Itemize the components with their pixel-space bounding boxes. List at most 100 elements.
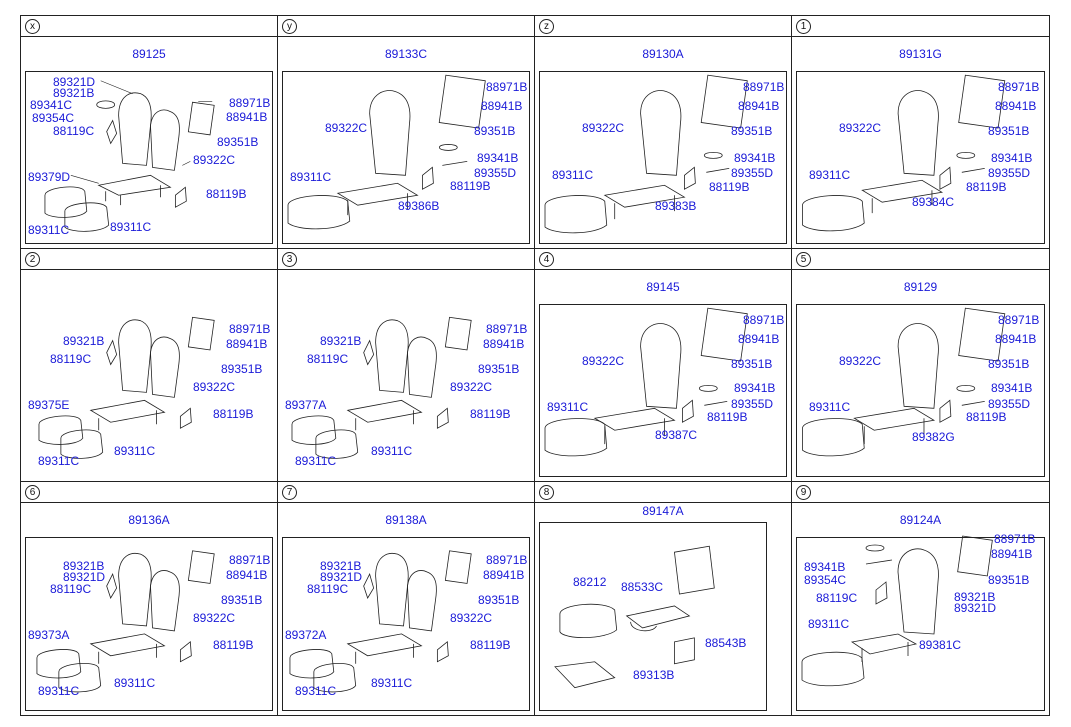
part-label: 88971B — [486, 322, 528, 336]
part-label: 88971B — [994, 532, 1036, 546]
cell-5: 5 89129 88971B 88941B 89322C 89351B 8934… — [792, 249, 1049, 482]
assembly-number: 89133C — [384, 47, 428, 61]
assembly-number: 89129 — [903, 280, 938, 294]
part-label: 89321B — [63, 334, 105, 348]
part-label: 88119C — [307, 352, 349, 366]
part-label: 88212 — [573, 575, 607, 589]
part-label: 89355D — [988, 397, 1031, 411]
part-label: 88941B — [226, 110, 268, 124]
cell-header: 7 — [278, 482, 534, 503]
cell-id: 6 — [25, 485, 40, 500]
part-label: 89372A — [285, 628, 327, 642]
assembly-frame — [796, 304, 1045, 477]
part-label: 88971B — [486, 553, 528, 567]
cell-header: 9 — [792, 482, 1049, 503]
jump-seat-drawing — [554, 545, 715, 689]
part-label: 89354C — [32, 111, 75, 125]
part-label: 88941B — [483, 337, 525, 351]
cell-6: 6 89136A 88971B 89321B 89321D 88941B 881… — [21, 482, 278, 715]
cell-header: 5 — [792, 249, 1049, 270]
part-label: 89321D — [63, 570, 106, 584]
part-label: 89311C — [809, 400, 851, 414]
part-label: 89311C — [371, 444, 413, 458]
assembly-frame — [282, 537, 530, 711]
cell-id: 2 — [25, 252, 40, 267]
part-label: 88971B — [486, 80, 528, 94]
cell-id: 3 — [282, 252, 297, 267]
part-label: 89311C — [38, 684, 80, 698]
part-label: 89322C — [582, 354, 625, 368]
double-seat-drawing — [44, 80, 215, 232]
double-seat-drawing — [38, 316, 215, 459]
part-label: 88971B — [743, 313, 785, 327]
part-label: 89322C — [325, 121, 368, 135]
part-label: 89311C — [371, 676, 413, 690]
part-label: 89321B — [320, 559, 362, 573]
part-label: 88119B — [470, 407, 511, 421]
part-label: 88119B — [707, 410, 748, 424]
part-label: 88941B — [483, 568, 525, 582]
part-label: 89351B — [474, 124, 516, 138]
cell-header: x — [21, 16, 277, 37]
part-label: 89383B — [655, 199, 697, 213]
cell-header: 1 — [792, 16, 1049, 37]
part-label: 88533C — [621, 580, 664, 594]
part-label: 88941B — [995, 332, 1037, 346]
part-label: 88543B — [705, 636, 747, 650]
part-label: 88119B — [709, 180, 750, 194]
part-label: 89311C — [110, 220, 152, 234]
assembly-frame — [25, 537, 273, 711]
cell-8: 8 89147A 88212 88533C 88543B 89313B — [535, 482, 792, 715]
part-label: 89311C — [28, 223, 70, 237]
part-label: 89386B — [398, 199, 440, 213]
double-seat-drawing — [289, 550, 472, 693]
cell-id: x — [25, 19, 40, 34]
part-label: 89311C — [114, 676, 156, 690]
parts-diagram-grid: x 89125 89321D 89321B 89341C 89354C 8811… — [20, 15, 1050, 716]
part-label: 89351B — [221, 593, 263, 607]
assembly-frame — [25, 71, 273, 244]
part-label: 89351B — [988, 357, 1030, 371]
single-seat-drawing — [801, 535, 993, 687]
part-label: 89311C — [295, 454, 337, 468]
part-label: 89322C — [193, 380, 236, 394]
part-label: 88971B — [229, 322, 271, 336]
part-label: 89354C — [804, 573, 847, 587]
part-label: 88971B — [229, 553, 271, 567]
part-label: 89341C — [30, 98, 73, 112]
part-label: 89311C — [808, 617, 850, 631]
cell-header: y — [278, 16, 534, 37]
assembly-number: 89138A — [385, 513, 427, 527]
part-label: 88941B — [995, 99, 1037, 113]
part-label: 89381C — [919, 638, 962, 652]
cell-2: 2 88971B 89321B 88941B 88119C 89351B 893… — [21, 249, 278, 482]
cell-id: 4 — [539, 252, 554, 267]
part-label: 89311C — [547, 400, 589, 414]
double-seat-drawing — [36, 550, 215, 693]
cell-id: z — [539, 19, 554, 34]
part-label: 88941B — [991, 547, 1033, 561]
part-label: 88971B — [998, 80, 1040, 94]
part-label: 88119B — [470, 638, 511, 652]
part-label: 89321B — [63, 559, 105, 573]
part-label: 89341B — [991, 151, 1033, 165]
part-label: 89351B — [478, 362, 520, 376]
cell-header: z — [535, 16, 791, 37]
part-label: 89311C — [552, 168, 594, 182]
part-label: 89322C — [193, 611, 236, 625]
part-label: 89351B — [988, 124, 1030, 138]
part-label: 89351B — [217, 135, 259, 149]
assembly-number: 89125 — [132, 47, 166, 61]
part-label: 89341B — [734, 151, 776, 165]
cell-id: 7 — [282, 485, 297, 500]
part-label: 89321D — [53, 75, 96, 89]
part-label: 89322C — [582, 121, 625, 135]
part-label: 89311C — [114, 444, 156, 458]
part-label: 88119C — [816, 591, 858, 605]
part-label: 89355D — [731, 397, 774, 411]
part-label: 89313B — [633, 668, 675, 682]
double-seat-drawing — [291, 316, 472, 459]
part-label: 88119C — [50, 352, 92, 366]
single-seat-drawing — [802, 307, 1006, 457]
cell-4: 4 89145 88971B 88941B 89322C 89351B 8934… — [535, 249, 792, 482]
